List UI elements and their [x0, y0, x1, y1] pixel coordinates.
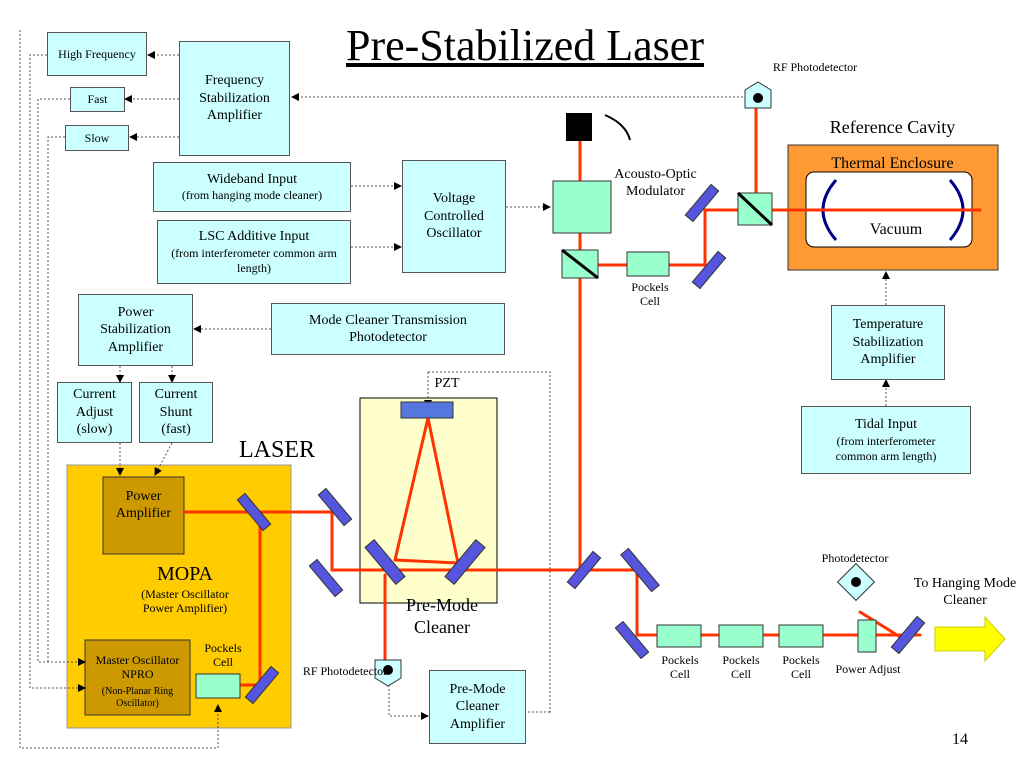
current-adjust-label: Current Adjust (slow)	[73, 387, 116, 438]
pockels-2-label: Pockels Cell	[722, 653, 760, 682]
tidal-input-sub: (from interferometer common arm length)	[835, 433, 937, 463]
pockels-1-label: Pockels Cell	[661, 653, 699, 682]
current-shunt-label: Current Shunt (fast)	[154, 387, 198, 438]
power-stabilization-amplifier-label: Power Stabilization Amplifier	[100, 304, 171, 355]
mirrors	[236, 183, 926, 705]
curved-mirror	[604, 114, 631, 141]
mopa-sub-label: (Master Oscillator Power Amplifier)	[141, 587, 229, 616]
wideband-input-sub: (from hanging mode cleaner)	[181, 188, 323, 203]
photodetector-output	[836, 562, 876, 602]
pre-mode-cleaner-amplifier-label: Pre-Mode Cleaner Amplifier	[449, 681, 506, 732]
pmc-enclosure	[359, 397, 498, 604]
photodetector-top	[744, 81, 772, 109]
current-adjust-box: Current Adjust (slow)	[57, 382, 132, 443]
wideband-input-box: Wideband Input (from hanging mode cleane…	[153, 162, 351, 212]
mopa-label: MOPA	[157, 563, 213, 585]
pockels-cells	[195, 619, 877, 699]
vacuum-label: Vacuum	[869, 221, 923, 238]
power-amplifier-label: Power Amplifier	[115, 489, 172, 521]
mode-cleaner-transmission-photodetector-box: Mode Cleaner Transmission Photodetector	[271, 303, 505, 355]
high-frequency-label: High Frequency	[58, 46, 136, 61]
voltage-controlled-oscillator-label: Voltage Controlled Oscillator	[424, 191, 484, 242]
beam-dump	[566, 113, 592, 141]
rf-photodetector-top-label: RF Photodetector	[772, 60, 858, 74]
pockels-top	[626, 251, 670, 277]
master-oscillator-sub: (Non-Planar Ring Oscillator)	[101, 686, 174, 709]
pzt-actuator	[400, 401, 454, 419]
aom-crystal	[552, 180, 612, 234]
lsc-additive-input-sub: (from interferometer common arm length)	[171, 245, 337, 275]
lsc-additive-input-box: LSC Additive Input (from interferometer …	[157, 220, 351, 284]
photodetector-rf-bottom	[374, 659, 402, 687]
wideband-input-label: Wideband Input	[206, 171, 298, 187]
pockels-3-label: Pockels Cell	[782, 653, 820, 682]
lsc-additive-input-label: LSC Additive Input	[198, 229, 310, 245]
output-arrow	[934, 615, 1006, 663]
current-shunt-box: Current Shunt (fast)	[139, 382, 213, 443]
tidal-input-label: Tidal Input	[854, 417, 918, 433]
frequency-stabilization-amplifier-box: Frequency Stabilization Amplifier	[179, 41, 290, 156]
frequency-stabilization-amplifier-label: Frequency Stabilization Amplifier	[199, 73, 270, 124]
temperature-stabilization-amplifier-box: Temperature Stabilization Amplifier	[831, 305, 945, 380]
page-title: Pre-Stabilized Laser	[346, 21, 704, 70]
tidal-input-box: Tidal Input (from interferometer common …	[801, 406, 971, 474]
master-oscillator-block	[84, 639, 191, 716]
pre-mode-cleaner-amplifier-box: Pre-Mode Cleaner Amplifier	[429, 670, 526, 744]
slide-number: 14	[952, 731, 968, 748]
thermal-enclosure-label: Thermal Enclosure	[831, 155, 954, 172]
power-amplifier-block	[102, 476, 185, 555]
pre-mode-cleaner-label: Pre-Mode Cleaner	[406, 595, 478, 637]
power-stabilization-amplifier-box: Power Stabilization Amplifier	[78, 294, 193, 366]
slow-label: Slow	[84, 130, 110, 145]
photodetector-output-label: Photodetector	[821, 551, 889, 565]
temperature-stabilization-amplifier-label: Temperature Stabilization Amplifier	[852, 317, 924, 368]
slow-box: Slow	[65, 125, 129, 151]
reference-cavity-label: Reference Cavity	[829, 117, 956, 137]
fast-box: Fast	[70, 87, 125, 112]
high-frequency-box: High Frequency	[47, 32, 147, 76]
voltage-controlled-oscillator-box: Voltage Controlled Oscillator	[402, 160, 506, 273]
pockels-top-label: Pockels Cell	[631, 280, 669, 309]
rf-photodetector-bottom-label: RF Photodetector	[302, 664, 388, 678]
to-hanging-mode-cleaner-label: To Hanging Mode Cleaner	[913, 576, 1017, 608]
mode-cleaner-transmission-photodetector-label: Mode Cleaner Transmission Photodetector	[309, 312, 467, 346]
pzt-label: PZT	[434, 376, 460, 391]
control-lines	[19, 30, 890, 749]
laser-label: LASER	[238, 437, 315, 463]
master-oscillator-label: Master Oscillator NPRO	[95, 653, 180, 682]
aom-label: Acousto-Optic Modulator	[614, 167, 697, 199]
power-adjust-label: Power Adjust	[835, 662, 901, 676]
fast-label: Fast	[87, 92, 108, 106]
pockels-laser-label: Pockels Cell	[204, 641, 242, 670]
